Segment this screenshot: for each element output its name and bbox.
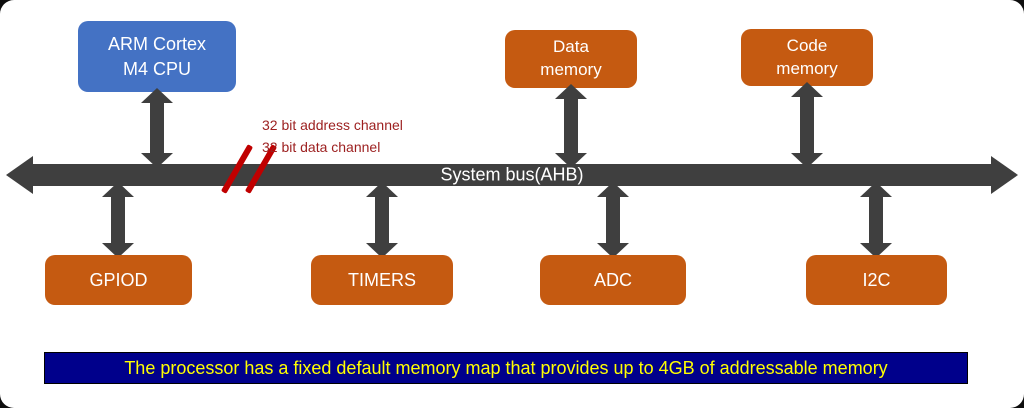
gpiod-label: GPIOD bbox=[89, 269, 148, 290]
data-channel-annotation: 32 bit data channel bbox=[262, 139, 381, 155]
code-memory-box: Code memory bbox=[741, 29, 873, 86]
cpu-label: ARM Cortex M4 CPU bbox=[107, 34, 206, 79]
arrow-shaft bbox=[150, 101, 164, 155]
arrow-shaft bbox=[564, 97, 578, 155]
cpu-box: ARM Cortex M4 CPU bbox=[78, 21, 236, 92]
data-memory-box: Data memory bbox=[505, 30, 637, 88]
bus-right-arrowhead-icon bbox=[991, 156, 1018, 194]
arrow-shaft bbox=[111, 195, 125, 245]
i2c-label: I2C bbox=[862, 269, 891, 290]
arrow-shaft bbox=[375, 195, 389, 245]
adc-label: ADC bbox=[593, 269, 632, 290]
arrow-shaft bbox=[869, 195, 883, 245]
timers-box: TIMERS bbox=[311, 255, 453, 305]
bus-label: System bus(AHB) bbox=[440, 164, 584, 185]
bus-left-arrowhead-icon bbox=[6, 156, 33, 194]
data-memory-label: Data memory bbox=[540, 37, 602, 79]
arrow-shaft bbox=[800, 95, 814, 155]
system-bus: System bus(AHB) bbox=[6, 156, 1018, 194]
timers-bus-arrow-icon bbox=[366, 182, 398, 258]
adc-bus-arrow-icon bbox=[597, 182, 629, 258]
gpiod-box: GPIOD bbox=[45, 255, 192, 305]
caption-banner: The processor has a fixed default memory… bbox=[44, 352, 968, 384]
bus-shaft bbox=[30, 164, 994, 186]
arrow-shaft bbox=[606, 195, 620, 245]
code-memory-label: Code memory bbox=[776, 35, 838, 78]
i2c-box: I2C bbox=[806, 255, 947, 305]
data-memory-bus-arrow-icon bbox=[555, 84, 587, 168]
address-channel-annotation: 32 bit address channel bbox=[262, 117, 403, 133]
adc-box: ADC bbox=[540, 255, 686, 305]
caption-text: The processor has a fixed default memory… bbox=[124, 357, 888, 378]
timers-label: TIMERS bbox=[347, 269, 416, 290]
